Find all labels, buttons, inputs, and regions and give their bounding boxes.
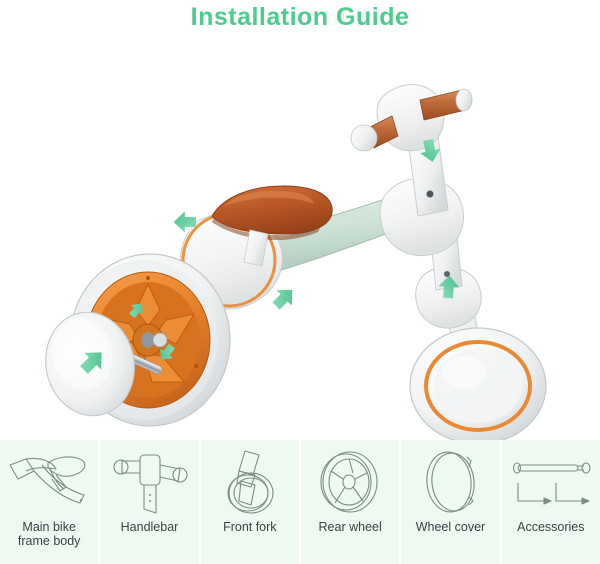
- legend-label: Main bike frame body: [17, 520, 81, 548]
- legend-label: Front fork: [223, 520, 277, 534]
- handlebar-part: [350, 84, 473, 217]
- parts-legend: Main bike frame body Handlebar: [0, 440, 600, 564]
- front-fork-icon: [204, 446, 296, 518]
- handlebar-icon: [103, 446, 195, 518]
- wheel-cover-icon: [404, 446, 496, 518]
- legend-label: Accessories: [517, 520, 585, 534]
- seat-stem: [243, 229, 269, 267]
- main-frame-icon: [3, 446, 95, 518]
- bike-exploded-diagram: [45, 84, 547, 440]
- legend-label: Rear wheel: [318, 520, 382, 534]
- accessories-icon: [505, 446, 597, 518]
- legend-item-handlebar: Handlebar: [100, 440, 199, 564]
- front-wheel-part: [409, 327, 547, 440]
- legend-item-front-fork: Front fork: [200, 440, 299, 564]
- legend-item-rear-wheel: Rear wheel: [300, 440, 400, 564]
- legend-item-accessories: Accessories: [501, 440, 600, 564]
- legend-item-main-frame: Main bike frame body: [0, 440, 99, 564]
- bike-illustration: [0, 34, 600, 440]
- legend-label: Handlebar: [120, 520, 179, 534]
- legend-label: Wheel cover: [415, 520, 486, 534]
- page-title: Installation Guide: [190, 3, 410, 31]
- legend-item-wheel-cover: Wheel cover: [401, 440, 500, 564]
- saddle-part: [211, 185, 333, 240]
- rear-wheel-icon: [304, 446, 396, 518]
